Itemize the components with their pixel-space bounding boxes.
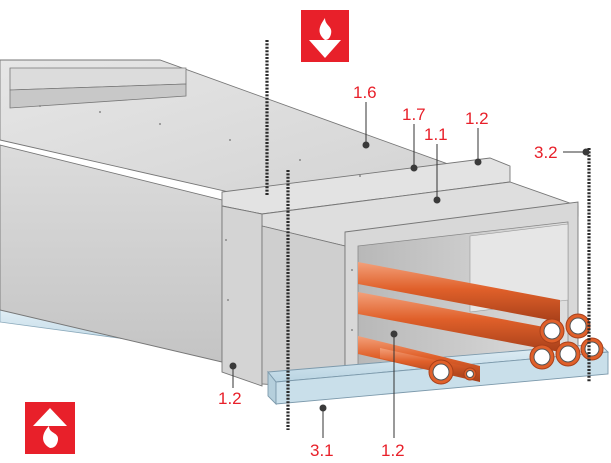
insulated-pipes (358, 262, 604, 385)
screw-specks (39, 105, 361, 331)
label-3-2: 3.2 (534, 143, 558, 162)
label-3-1: 3.1 (310, 441, 334, 460)
label-1-7: 1.7 (402, 105, 426, 124)
label-1-2-top: 1.2 (465, 109, 489, 128)
fire-from-above-icon (301, 10, 349, 62)
label-1-1: 1.1 (424, 125, 448, 144)
fire-from-below-icon (25, 402, 75, 454)
collar-side (221, 205, 263, 387)
duct-front-frame (261, 225, 346, 391)
label-1-2-side: 1.2 (218, 389, 242, 408)
duct-top-strip-front (9, 83, 187, 109)
callout-leaders (229, 102, 590, 438)
label-1-6: 1.6 (353, 83, 377, 102)
label-1-2-bottom: 1.2 (381, 441, 405, 460)
